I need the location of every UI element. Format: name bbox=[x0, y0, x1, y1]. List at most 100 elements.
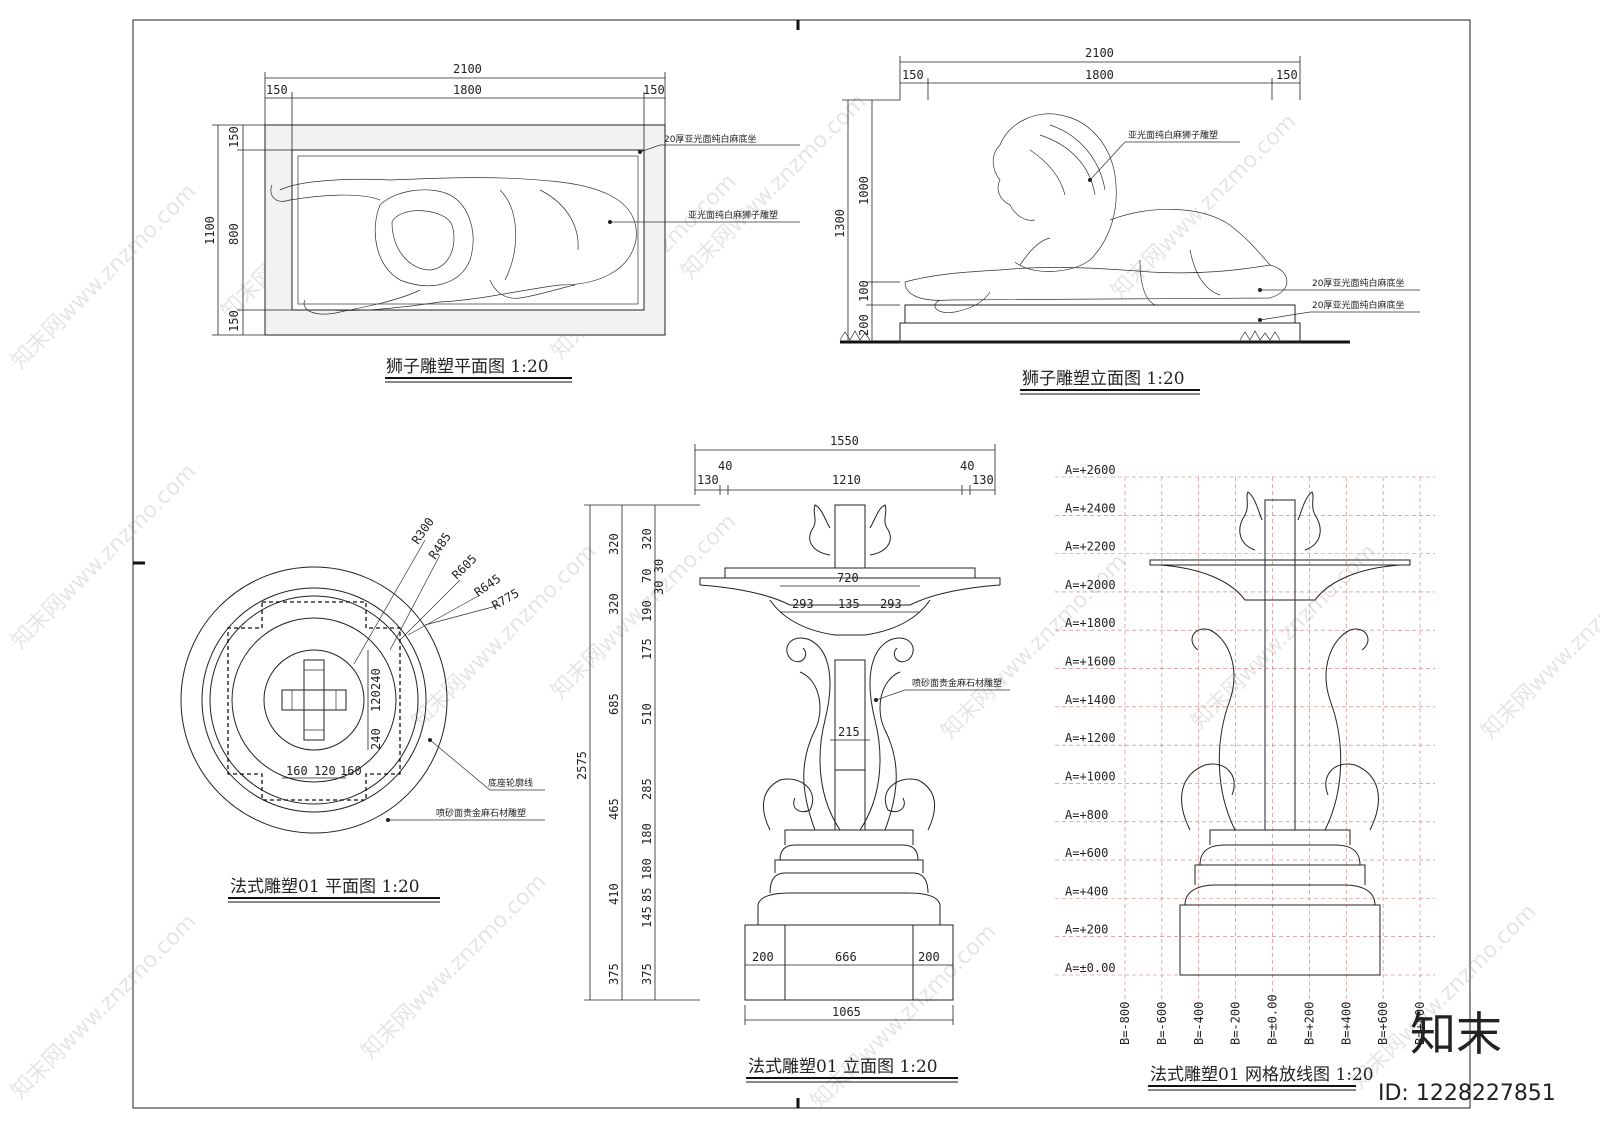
grid-label-a: A=+1600 bbox=[1065, 655, 1116, 669]
dim-label: 200 bbox=[752, 950, 774, 964]
dim-label: 180 bbox=[640, 823, 654, 845]
dim-label: 285 bbox=[640, 778, 654, 800]
dim-label: 320 bbox=[607, 593, 621, 615]
dim-label: 2100 bbox=[453, 62, 482, 76]
dim-label: 160 bbox=[340, 764, 362, 778]
dim-label: 30 30 bbox=[652, 559, 666, 595]
dim-label: 666 bbox=[835, 950, 857, 964]
grid-label-a: A=+1000 bbox=[1065, 769, 1116, 783]
french-plan-view: R300 R485 R605 R645 R775 240 120 240 160… bbox=[180, 515, 545, 903]
grid-label-a: A=+1800 bbox=[1065, 616, 1116, 630]
grid-label-b: B=±0.00 bbox=[1266, 994, 1280, 1045]
dim-label: 70 bbox=[640, 569, 654, 583]
dim-label: 293 bbox=[880, 597, 902, 611]
grid-label-a: A=+2600 bbox=[1065, 463, 1116, 477]
dim-label: 375 bbox=[607, 963, 621, 985]
grid-sculpture-outline bbox=[1149, 491, 1411, 976]
dim-label: 320 bbox=[640, 528, 654, 550]
dim-label: 720 bbox=[837, 571, 859, 585]
callout-material: 喷砂面贵金麻石材雕塑 bbox=[436, 807, 526, 819]
mid-dim-chain: 320 320 685 465 410 375 bbox=[607, 533, 621, 985]
radius-label: R300 bbox=[409, 515, 437, 547]
callout-base: 20厚亚光面纯白麻底坐 bbox=[1312, 299, 1404, 311]
dim-label: 293 bbox=[792, 597, 814, 611]
grid-label-b: B=+200 bbox=[1302, 1002, 1316, 1045]
grid-label-b: B=-600 bbox=[1155, 1002, 1169, 1045]
dim-label: 175 bbox=[640, 638, 654, 660]
dim-label: 1800 bbox=[453, 83, 482, 97]
lion-plan-inner bbox=[291, 149, 645, 311]
callout-outline: 底座轮廓线 bbox=[488, 777, 533, 789]
brand-mark: 知末 bbox=[1410, 1007, 1502, 1061]
circle-r775 bbox=[180, 566, 448, 834]
french-elevation-view: 1550 130 40 1210 40 130 720 293 135 293 … bbox=[575, 434, 1010, 1083]
dim-label: 85 bbox=[640, 888, 654, 902]
grid-label-a: A=+1400 bbox=[1065, 693, 1116, 707]
dim-label: 1065 bbox=[832, 1005, 861, 1019]
grid-label-a: A=+600 bbox=[1065, 846, 1108, 860]
dim-label: 190 bbox=[640, 600, 654, 622]
dim-label: 2575 bbox=[575, 751, 589, 780]
grid-label-a: A=+2000 bbox=[1065, 578, 1116, 592]
dim-label: 145 bbox=[640, 906, 654, 928]
dim-label: 800 bbox=[227, 223, 241, 245]
dim-label: 135 bbox=[838, 597, 860, 611]
dim-label: 120 bbox=[314, 764, 336, 778]
watermark-text: 知末网www.znzmo.com bbox=[1347, 899, 1542, 1094]
circle-r645 bbox=[201, 587, 427, 813]
callout-base: 20厚亚光面纯白麻底坐 bbox=[1312, 277, 1404, 289]
dim-label: 200 bbox=[857, 314, 871, 336]
lion-plan-view: 2100 150 1800 150 1100 150 800 150 20厚亚光… bbox=[203, 62, 800, 383]
grid-label-a: A=+800 bbox=[1065, 808, 1108, 822]
grid-label-a: A=+200 bbox=[1065, 923, 1108, 937]
dim-label: 40 bbox=[960, 459, 974, 473]
dim-label: 465 bbox=[607, 798, 621, 820]
french-plan-title: 法式雕塑01 平面图 1:20 bbox=[230, 877, 420, 897]
right-dim-chain: 320 30 30 70 190 175 510 285 180 180 85 … bbox=[640, 528, 666, 985]
dim-label: 1300 bbox=[833, 209, 847, 238]
callout-lion: 亚光面纯白麻狮子雕塑 bbox=[688, 209, 778, 221]
circle-r605 bbox=[209, 595, 419, 805]
dim-label: 215 bbox=[838, 725, 860, 739]
circle-r485 bbox=[231, 617, 397, 783]
dim-label: 150 bbox=[902, 68, 924, 82]
grid-label-b: B=-200 bbox=[1229, 1002, 1243, 1045]
dim-label: 180 bbox=[640, 858, 654, 880]
dim-label: 160 bbox=[286, 764, 308, 778]
watermark-text: 知末网www.znzmo.com bbox=[7, 909, 202, 1104]
dim-label: 685 bbox=[607, 693, 621, 715]
id-label: ID: 1228227851 bbox=[1378, 1081, 1556, 1106]
grid-label-a: A=+400 bbox=[1065, 884, 1108, 898]
watermark-text: 知末网www.znzmo.com bbox=[7, 179, 202, 374]
french-grid-view: A=+2600A=+2400A=+2200A=+2000A=+1800A=+16… bbox=[1055, 463, 1435, 1091]
french-sculpture-outline bbox=[699, 504, 1001, 1001]
dim-label: 1550 bbox=[830, 434, 859, 448]
dim-label: 130 bbox=[972, 473, 994, 487]
dim-label: 100 bbox=[857, 280, 871, 302]
dim-label: 150 bbox=[227, 310, 241, 332]
circle-r300 bbox=[263, 649, 365, 751]
dim-label: 1100 bbox=[203, 216, 217, 245]
grid-label-b: B=+600 bbox=[1376, 1002, 1390, 1045]
lion-top-sketch bbox=[270, 177, 637, 315]
lion-side-sketch bbox=[904, 113, 1288, 313]
grid-label-a: A=+1200 bbox=[1065, 731, 1116, 745]
grid-label-b: B=-400 bbox=[1192, 1002, 1206, 1045]
grid-label-a: A=+2200 bbox=[1065, 540, 1116, 554]
watermark-text: 知末网www.znzmo.com bbox=[407, 539, 602, 734]
french-grid-title: 法式雕塑01 网格放线图 1:20 bbox=[1150, 1065, 1374, 1085]
dim-label: 510 bbox=[640, 703, 654, 725]
dim-label: 150 bbox=[1276, 68, 1298, 82]
lion-elevation-view: 2100 150 1800 150 1300 1000 100 200 亚光面纯… bbox=[833, 46, 1420, 395]
french-elevation-title: 法式雕塑01 立面图 1:20 bbox=[748, 1057, 938, 1077]
callout-lion: 亚光面纯白麻狮子雕塑 bbox=[1128, 129, 1218, 141]
dim-label: 150 bbox=[643, 83, 665, 97]
dim-label: 1800 bbox=[1085, 68, 1114, 82]
callout-material: 喷砂面贵金麻石材雕塑 bbox=[912, 677, 1002, 689]
watermark-text: 知末网www.znzmo.com bbox=[1477, 549, 1600, 744]
dim-label: 320 bbox=[607, 533, 621, 555]
dim-label: 410 bbox=[607, 883, 621, 905]
dim-label: 1000 bbox=[857, 176, 871, 205]
callout-base: 20厚亚光面纯白麻底坐 bbox=[664, 133, 756, 145]
